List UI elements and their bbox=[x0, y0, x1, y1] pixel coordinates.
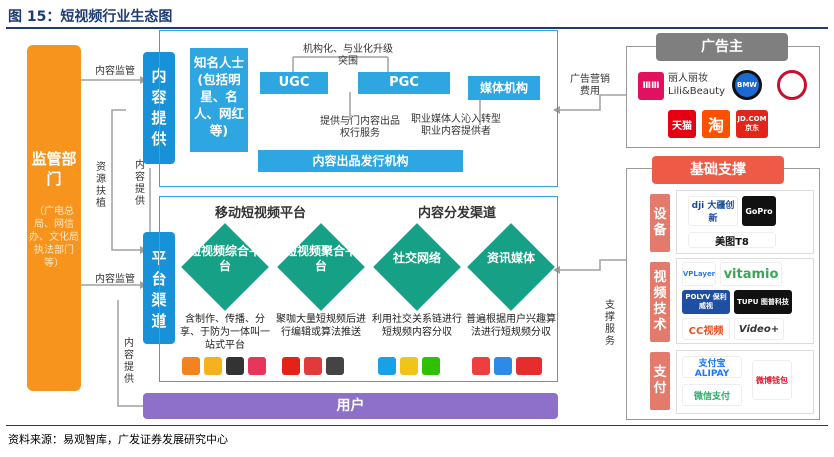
tmall-logo: 天猫 bbox=[668, 110, 696, 138]
desc-comprehensive: 含制作、传播、分享、于防为一体叫一站式平台 bbox=[180, 314, 270, 351]
support-category-video-tech: 视频技术 bbox=[650, 262, 670, 342]
support-category-payment: 支付 bbox=[650, 352, 670, 410]
app-icon bbox=[472, 357, 490, 375]
app-icon bbox=[282, 357, 300, 375]
app-icon bbox=[378, 357, 396, 375]
app-icon bbox=[226, 357, 244, 375]
app-icon bbox=[516, 357, 542, 375]
app-icon bbox=[304, 357, 322, 375]
diamond-label-comprehensive: 短视频综合平台 bbox=[188, 244, 261, 273]
ccvideo-logo: CC视频 bbox=[682, 318, 730, 340]
mobile-platform-title: 移动短视频平台 bbox=[215, 206, 307, 221]
seal-logo bbox=[777, 70, 807, 100]
dji-logo: dji 大疆创新 bbox=[688, 196, 738, 226]
media-box: 媒体机构 bbox=[468, 76, 540, 100]
pgc-box: PGC bbox=[358, 72, 450, 94]
figure-title: 图 15：短视频行业生态图 bbox=[8, 9, 173, 25]
flow-label-ad-revenue: 广告营销费用 bbox=[570, 74, 610, 97]
app-icons-social bbox=[378, 357, 440, 375]
regulator-subtitle: （广电总局、网信办、文化局执法部门等） bbox=[29, 206, 79, 269]
desc-news: 普遍根据用户兴趣算法进行短规频分収 bbox=[466, 314, 556, 338]
device-logos bbox=[676, 190, 814, 254]
note-distribution: 提供与门内容出品权行服务 bbox=[320, 116, 400, 139]
source-note: 资料来源：易观智库，广发证券发展研究中心 bbox=[8, 433, 228, 446]
note-upgrade: 机构化、与业化升级突围 bbox=[303, 44, 393, 67]
title-rule bbox=[6, 27, 828, 29]
liren-text: 丽人丽妆 Lili&Beauty bbox=[668, 73, 726, 97]
app-icon bbox=[326, 357, 344, 375]
app-icons-aggregate bbox=[282, 357, 344, 375]
vitamio-logo: vitamio bbox=[720, 262, 782, 286]
alipay-logo: 支付宝 ALIPAY bbox=[682, 356, 742, 378]
flow-label-support-service: 支撑服务 bbox=[605, 300, 615, 347]
famous-people-box: 知名人士(包括明星、名人、网红等) bbox=[190, 48, 248, 152]
note-transition: 职业媒体人沁入转型职业内容提供者 bbox=[411, 114, 501, 137]
gopro-logo: GoPro bbox=[742, 196, 776, 226]
footer-rule bbox=[6, 425, 828, 426]
regulator-title: 监管部门 bbox=[31, 150, 77, 188]
wechat-pay-logo: 微信支付 bbox=[682, 384, 742, 406]
vplayer-logo: VPLayer bbox=[682, 262, 716, 286]
channel-title: 内容分发渠道 bbox=[418, 206, 497, 221]
flow-label-resource-support: 资源扶植 bbox=[96, 162, 106, 209]
users-bar: 用户 bbox=[143, 393, 558, 419]
app-icon bbox=[422, 357, 440, 375]
app-icon bbox=[204, 357, 222, 375]
flow-label-content-provide-users: 内容提供 bbox=[124, 338, 134, 385]
support-title: 基础支撑 bbox=[652, 156, 784, 184]
jd-logo: JD.COM 京东 bbox=[736, 110, 768, 138]
desc-aggregate: 聚咖大量短规频后进行编辑或算法推送 bbox=[276, 314, 366, 338]
diamond-label-aggregate: 短视频聚合平台 bbox=[284, 244, 357, 273]
app-icon bbox=[494, 357, 512, 375]
diamond-label-social: 社交网络 bbox=[392, 251, 441, 265]
video-tech-logos bbox=[676, 258, 814, 344]
liren-logo: ⅢⅢ bbox=[638, 72, 664, 100]
meitu-logo: 美图T8 bbox=[688, 232, 776, 248]
weibo-wallet-logo: 微博钱包 bbox=[752, 360, 792, 400]
distributor-box: 内容出品发行机构 bbox=[258, 150, 463, 172]
bmw-logo: BMW bbox=[732, 70, 762, 100]
regulator-box: 监管部门 （广电总局、网信办、文化局执法部门等） bbox=[27, 45, 81, 391]
payment-logos bbox=[676, 350, 814, 414]
app-icon bbox=[400, 357, 418, 375]
taobao-logo: 淘 bbox=[702, 110, 730, 138]
desc-social: 利用社交关系链进行短规频内容分収 bbox=[372, 314, 462, 338]
flow-label-regulate-platform: 内容监管 bbox=[95, 274, 135, 285]
flow-label-regulate-content: 内容监管 bbox=[95, 66, 135, 77]
app-icons-news bbox=[472, 357, 542, 375]
content-frame bbox=[159, 30, 558, 187]
diamond-label-news: 资讯媒体 bbox=[486, 251, 535, 265]
tupu-logo: TUPU 图普科技 bbox=[734, 290, 792, 314]
app-icons-comprehensive bbox=[182, 357, 266, 375]
videoplus-logo: Video+ bbox=[734, 318, 784, 340]
support-category-device: 设备 bbox=[650, 194, 670, 252]
advertisers-title: 广告主 bbox=[656, 33, 788, 61]
flow-label-content-provide: 内容提供 bbox=[135, 160, 145, 207]
app-icon bbox=[248, 357, 266, 375]
platform-frame bbox=[159, 196, 558, 382]
polyv-logo: POLYV 保利威视 bbox=[682, 290, 730, 314]
ugc-box: UGC bbox=[260, 72, 328, 94]
app-icon bbox=[182, 357, 200, 375]
